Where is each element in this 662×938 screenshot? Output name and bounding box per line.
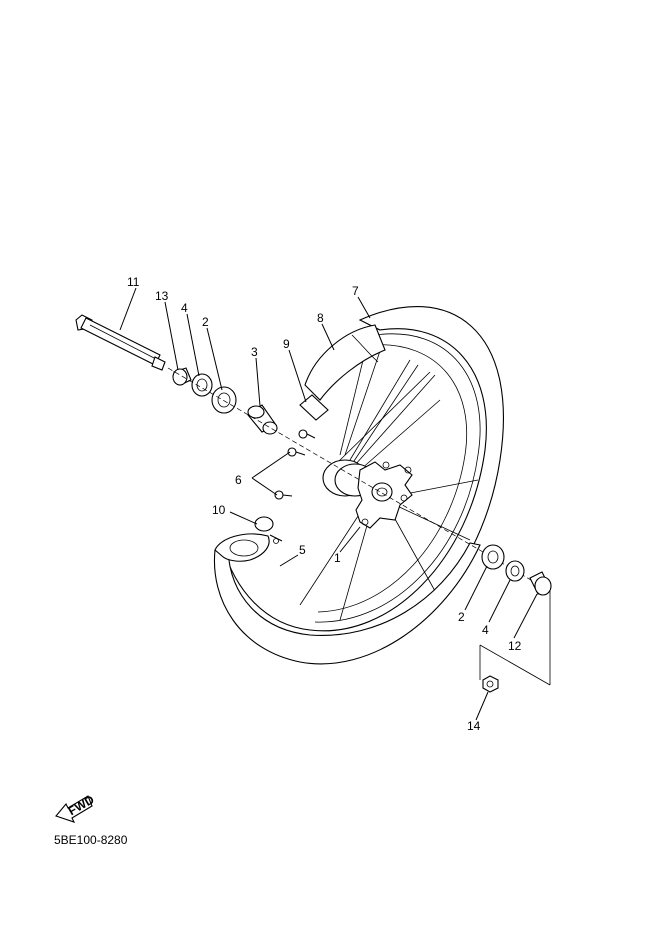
bearing-left	[211, 386, 237, 414]
callout-2-right: 2	[458, 610, 465, 624]
callout-5: 5	[299, 543, 306, 557]
collar	[529, 571, 552, 596]
callout-6: 6	[235, 473, 242, 487]
rim-tape-tube	[299, 324, 386, 421]
callout-13: 13	[155, 289, 169, 303]
callout-3: 3	[251, 345, 258, 359]
axis-line	[167, 367, 549, 591]
callout-labels: 11 13 4 2 3 9 8 7 6 10 5 1 2 4 12 14	[127, 275, 522, 733]
nut-bracket-lines	[479, 590, 551, 686]
hub-spacer	[247, 404, 278, 435]
callout-9: 9	[283, 337, 290, 351]
valve-stem	[254, 516, 283, 544]
oil-seal-left	[191, 373, 213, 397]
callout-4-right: 4	[482, 623, 489, 637]
callout-8: 8	[317, 311, 324, 325]
fwd-label: FWD	[66, 792, 97, 818]
callout-14: 14	[467, 719, 481, 733]
axle-nut	[482, 675, 499, 693]
diagram-code: 5BE100-8280	[54, 833, 128, 847]
callout-1: 1	[334, 551, 341, 565]
fwd-arrow-icon: FWD	[55, 792, 97, 823]
front-axle	[75, 314, 166, 371]
tire	[213, 533, 481, 665]
spoke-nipples	[274, 429, 316, 500]
leader-lines	[119, 287, 538, 721]
callout-11: 11	[127, 275, 140, 289]
spokes	[299, 344, 479, 621]
wheel-hub	[322, 459, 413, 529]
bearing-right	[481, 544, 505, 570]
oil-seal-right	[505, 560, 525, 582]
callout-2-left: 2	[202, 315, 209, 329]
callout-7: 7	[352, 284, 359, 298]
callout-12: 12	[508, 639, 522, 653]
callout-4-left: 4	[181, 301, 188, 315]
callout-10: 10	[212, 503, 226, 517]
